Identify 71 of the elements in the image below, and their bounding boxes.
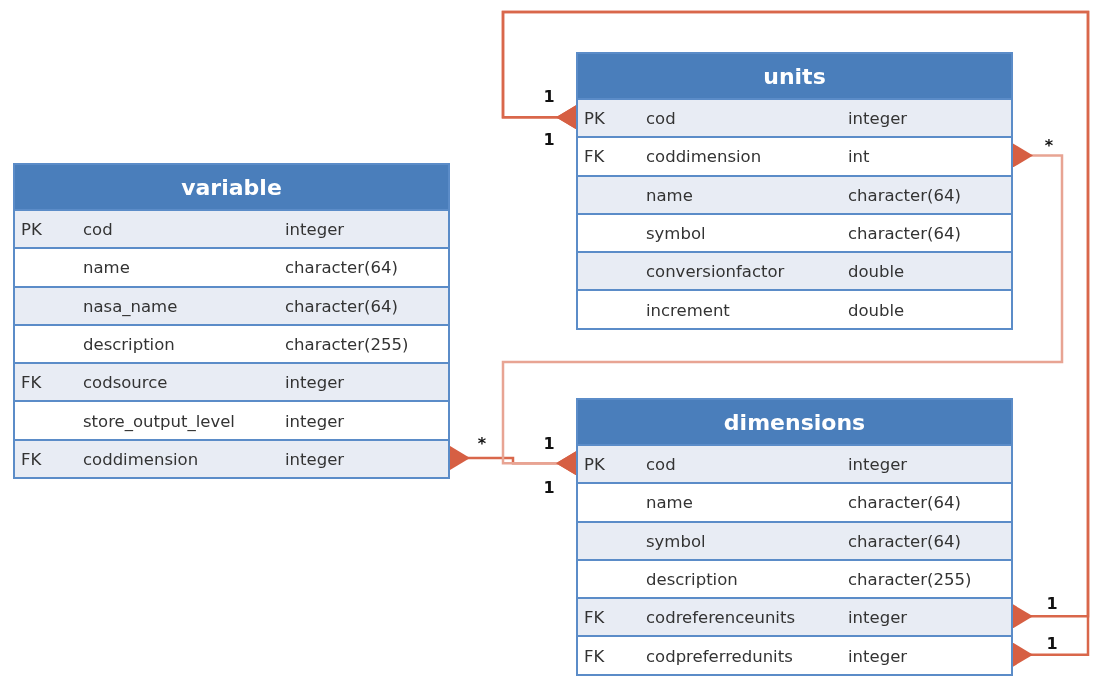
table-header: dimensions <box>578 400 1011 444</box>
column-name: cod <box>83 219 113 239</box>
key-label: PK <box>584 454 605 474</box>
key-label: FK <box>21 372 42 392</box>
column-type: double <box>848 261 905 281</box>
cardinality-label: 1 <box>543 477 555 497</box>
key-label: PK <box>21 219 42 239</box>
table-row <box>578 444 1011 483</box>
column-type: character(64) <box>848 185 961 205</box>
column-type: integer <box>848 646 908 666</box>
table-row <box>578 597 1011 636</box>
column-name: codreferenceunits <box>646 607 795 627</box>
column-type: integer <box>285 411 345 431</box>
table-row <box>15 209 448 248</box>
cardinality-label: * <box>477 433 487 453</box>
column-name: increment <box>646 300 730 320</box>
key-label: FK <box>584 607 605 627</box>
column-type: integer <box>848 607 908 627</box>
relationship-line <box>501 143 1064 476</box>
table-header: variable <box>15 165 448 209</box>
column-name: symbol <box>646 223 706 243</box>
column-type: character(255) <box>285 334 409 354</box>
cardinality-label: 1 <box>1046 633 1058 653</box>
column-name: codsource <box>83 372 168 392</box>
table-row <box>578 251 1011 290</box>
column-name: coddimension <box>646 146 762 166</box>
column-type: integer <box>848 108 908 128</box>
column-type: double <box>848 300 905 320</box>
column-type: character(64) <box>848 492 961 512</box>
entity-table <box>13 163 450 480</box>
table-row <box>15 362 448 401</box>
column-type: character(64) <box>848 531 961 551</box>
column-name: store_output_level <box>83 411 235 431</box>
column-name: name <box>83 257 130 277</box>
entity-table <box>576 52 1013 330</box>
cardinality-label: 1 <box>543 129 555 149</box>
column-name: cod <box>646 454 676 474</box>
column-name: coddimension <box>83 449 199 469</box>
key-label: FK <box>584 146 605 166</box>
key-label: FK <box>21 449 42 469</box>
table-row <box>15 438 448 478</box>
table-row <box>578 520 1011 559</box>
cardinality-label: 1 <box>543 433 555 453</box>
column-type: character(64) <box>848 223 961 243</box>
column-name: symbol <box>646 531 706 551</box>
column-type: character(255) <box>848 569 972 589</box>
column-type: integer <box>285 449 345 469</box>
column-type: character(64) <box>285 296 398 316</box>
table-row <box>578 174 1011 213</box>
table-row <box>578 98 1011 137</box>
column-type: integer <box>848 454 908 474</box>
column-name: name <box>646 185 693 205</box>
column-name: conversionfactor <box>646 261 785 281</box>
cardinality-label: 1 <box>1046 593 1058 613</box>
key-label: PK <box>584 108 605 128</box>
column-name: nasa_name <box>83 296 178 316</box>
key-label: FK <box>584 646 605 666</box>
column-name: description <box>646 569 738 589</box>
column-type: integer <box>285 219 345 239</box>
cardinality-label: 1 <box>543 86 555 106</box>
column-name: codpreferredunits <box>646 646 793 666</box>
cardinality-label: * <box>1044 135 1054 155</box>
column-name: description <box>83 334 175 354</box>
column-type: character(64) <box>285 257 398 277</box>
table-row <box>15 285 448 324</box>
entity-table <box>576 398 1013 676</box>
column-name: cod <box>646 108 676 128</box>
column-type: integer <box>285 372 345 392</box>
table-header: units <box>578 54 1011 98</box>
column-type: int <box>848 146 870 166</box>
column-name: name <box>646 492 693 512</box>
